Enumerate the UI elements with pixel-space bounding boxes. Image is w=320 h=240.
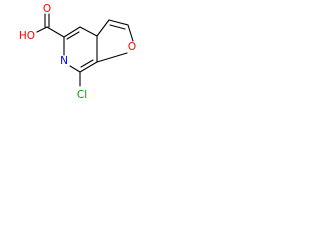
nitrogen-label: N: [60, 55, 68, 67]
bond-n6-c7: [69, 65, 81, 73]
bond-c3a-c3: [96, 19, 110, 37]
bond-c3-c2: [108, 19, 129, 26]
bond-c4-c5: [63, 26, 81, 38]
hydroxyl-label: HO: [19, 30, 35, 42]
chlorine-label: Cl: [77, 89, 87, 101]
molecule-structure: O O HO N Cl: [19, 3, 136, 101]
bond-c2-o1: [127, 24, 134, 42]
bond-c3-c2-inner: [109, 24, 126, 30]
bond-c5-ccooh: [46, 26, 65, 38]
bond-c7-c7a-inner: [80, 59, 94, 68]
structure-canvas: O O HO N Cl: [0, 0, 157, 116]
bond-ccooh-oh: [36, 26, 48, 33]
bond-c7-c7a: [79, 61, 98, 73]
bond-o1-c7a: [96, 52, 128, 63]
oxygen-ring-label: O: [128, 41, 136, 53]
bond-c3a-c4: [79, 26, 98, 37]
bond-c4-c5-inner: [66, 31, 80, 40]
carbonyl-oxygen-label: O: [43, 3, 51, 15]
